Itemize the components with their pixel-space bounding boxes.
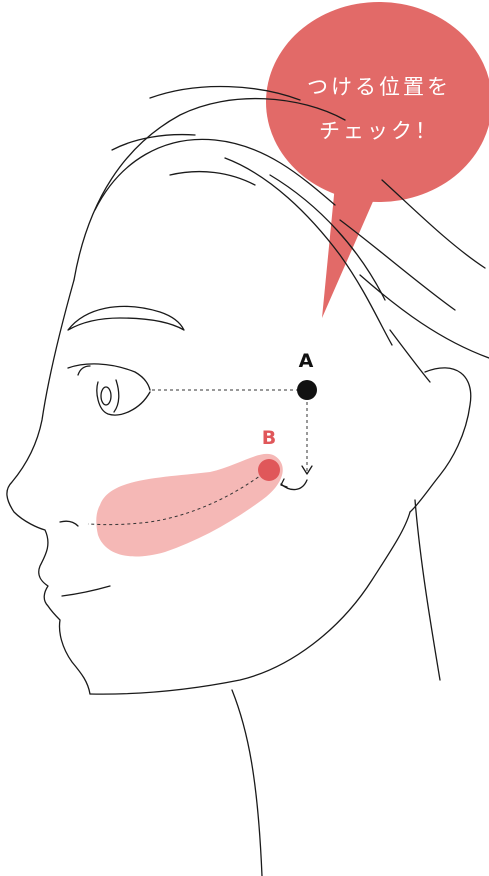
callout-line-2: チェック！ bbox=[319, 119, 439, 143]
guide-curve-arrowhead bbox=[281, 479, 287, 487]
nostril bbox=[60, 521, 78, 526]
point-a bbox=[297, 380, 317, 400]
guide-curve-arrow bbox=[281, 480, 307, 490]
neck-back bbox=[415, 500, 440, 680]
callout-line-1: つける位置を bbox=[307, 75, 451, 99]
face-profile bbox=[7, 280, 90, 694]
blush-zone bbox=[96, 454, 283, 557]
neck-front bbox=[232, 690, 262, 876]
point-a-label: A bbox=[299, 350, 314, 372]
point-b-label: B bbox=[262, 427, 276, 449]
eye bbox=[68, 364, 150, 415]
eyebrow bbox=[68, 306, 184, 330]
ear-outline bbox=[410, 368, 471, 512]
mouth-line bbox=[62, 586, 110, 596]
speech-bubble: つける位置を チェック！ bbox=[266, 2, 489, 318]
point-b bbox=[258, 459, 280, 481]
